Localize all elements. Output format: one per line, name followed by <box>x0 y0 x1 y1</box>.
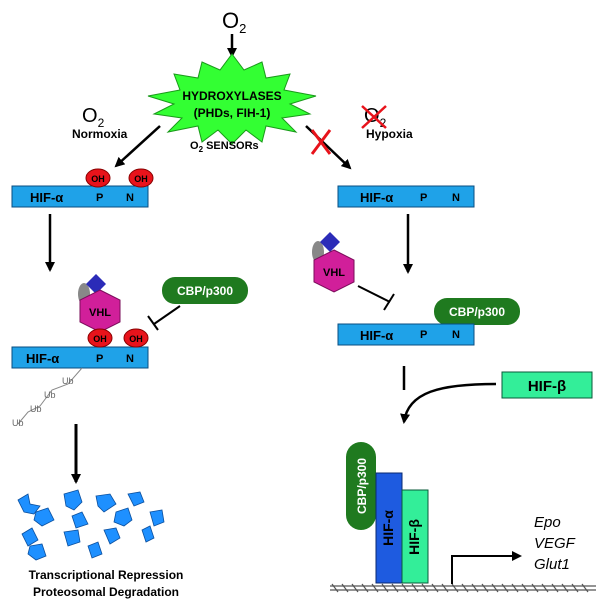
o2-sensors-label: O2 SENSORs <box>190 140 259 154</box>
fragment-6 <box>71 511 89 529</box>
hif-beta-complex-bar <box>401 489 429 584</box>
vhl-partner-blue-left <box>86 274 106 294</box>
p-site-label-left-1: P <box>96 192 103 204</box>
fragment-11 <box>103 527 121 545</box>
outcome-line-2: Proteosomal Degradation <box>33 585 179 599</box>
normoxia-arrow <box>114 125 161 168</box>
ub-label-3: Ub <box>30 404 42 414</box>
n-site-label-right-1: N <box>452 192 460 204</box>
fragment-7 <box>113 507 133 527</box>
hif-alpha-label-right-2: HIF-α <box>360 328 393 343</box>
normoxia-label: Normoxia <box>72 127 128 141</box>
n-site-label-left-1: N <box>126 192 134 204</box>
hydroxylases-subtitle: (PHDs, FIH-1) <box>194 106 271 120</box>
hif-alpha-label-left-1: HIF-α <box>30 190 63 205</box>
ub-label-1: Ub <box>62 376 74 386</box>
degraded-fragments <box>17 489 165 561</box>
cbp-p300-left <box>162 277 248 304</box>
fragment-12 <box>141 525 155 543</box>
cbp-p300-label-right: CBP/p300 <box>449 305 505 319</box>
vhl-hexagon-right <box>313 249 355 293</box>
hif-beta-box <box>501 371 593 399</box>
cbp-p300-complex-label: CBP/p300 <box>355 458 369 514</box>
ub-label-4: Ub <box>12 418 24 428</box>
n-site-label-right-2: N <box>452 329 460 341</box>
vhl-inhibition-bar-right <box>383 293 395 311</box>
cbp-p300-label-left: CBP/p300 <box>177 284 233 298</box>
hif-alpha-bar-left-1 <box>11 185 149 208</box>
oh-label-p-left-2: OH <box>93 334 107 344</box>
fragment-3 <box>95 493 117 513</box>
fragment-1 <box>17 493 41 515</box>
hif-beta-complex-label: HIF-β <box>406 519 422 555</box>
fragment-10 <box>63 529 81 547</box>
fragment-8 <box>149 509 165 527</box>
hif-alpha-label-left-2: HIF-α <box>26 351 59 366</box>
vhl-label-right: VHL <box>323 267 345 279</box>
fragment-9 <box>21 527 39 547</box>
transcription-start-arrow <box>451 551 522 584</box>
ub-label-2: Ub <box>44 390 56 400</box>
fragment-2 <box>63 489 83 511</box>
outcome-line-1: Transcriptional Repression <box>29 568 184 582</box>
hif-alpha-bar-right-2 <box>337 323 475 346</box>
gene-epo: Epo <box>534 514 561 531</box>
vhl-label-left: VHL <box>89 307 111 319</box>
hif-beta-join-arrow <box>400 382 497 424</box>
n-site-label-left-2: N <box>126 353 134 365</box>
oh-label-n-left-2: OH <box>129 334 143 344</box>
fragment-5 <box>33 507 55 527</box>
fragment-14 <box>87 541 103 559</box>
cbp-inhibition-line-left <box>153 305 181 325</box>
oh-group-p-left-1 <box>85 168 111 188</box>
fragment-13 <box>27 543 47 561</box>
gene-glut1: Glut1 <box>534 556 570 573</box>
hif-beta-label: HIF-β <box>528 378 566 395</box>
gene-vegf: VEGF <box>534 535 576 552</box>
hif-alpha-bar-left-2 <box>11 346 149 369</box>
vhl-inhibition-line-right <box>357 285 391 303</box>
oh-label-n-left-1: OH <box>134 174 148 184</box>
top-o2-label: O2 <box>222 8 246 36</box>
oh-label-p-left-1: OH <box>91 174 105 184</box>
hydroxylases-burst <box>147 53 317 145</box>
oh-group-p-left-2 <box>87 328 113 348</box>
p-site-label-right-1: P <box>420 192 427 204</box>
cbp-p300-complex <box>346 442 376 530</box>
p-site-label-right-2: P <box>420 329 427 341</box>
hif-alpha-complex-label: HIF-α <box>380 510 396 546</box>
hypoxia-block-cross-b <box>310 129 332 155</box>
hypoxia-o2-cross-b <box>361 105 387 129</box>
hif-alpha-complex-bar <box>375 472 403 584</box>
hypoxia-label: Hypoxia <box>366 127 413 141</box>
ubiquitin-chain <box>17 367 83 425</box>
dna-strand <box>330 583 596 593</box>
vhl-partner-blue-right <box>320 232 340 252</box>
cbp-inhibition-bar-left <box>147 315 159 331</box>
hydroxylases-title: HYDROXYLASES <box>182 89 281 103</box>
dna-hatching <box>331 583 589 593</box>
hif-alpha-bar-right-1 <box>337 185 475 208</box>
oh-group-n-left-1 <box>128 168 154 188</box>
hif-alpha-label-right-1: HIF-α <box>360 190 393 205</box>
oh-group-n-left-2 <box>123 328 149 348</box>
fragment-4 <box>127 491 145 507</box>
cbp-p300-right <box>434 298 520 325</box>
p-site-label-left-2: P <box>96 353 103 365</box>
normoxia-o2-label: O2 <box>82 105 105 130</box>
